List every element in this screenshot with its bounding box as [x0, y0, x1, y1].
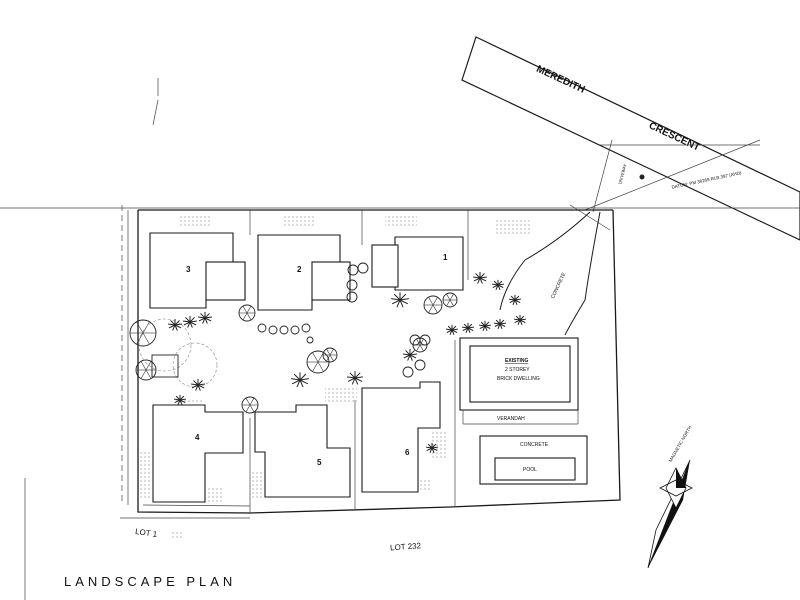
- tree-icon: [442, 292, 458, 308]
- survey-lines: DATUM: PM 36269 RLB.397 (AHD) DRIVEWAY: [0, 78, 800, 231]
- palm-icon: [198, 312, 212, 324]
- unit-1: 1: [371, 236, 464, 291]
- north-arrow-icon: MAGNETIC NORTH: [647, 425, 693, 569]
- unit-3-number: 3: [186, 265, 191, 274]
- shrub-icon: [414, 359, 426, 371]
- palm-icon: [479, 320, 491, 331]
- lot-232-label: LOT 232: [390, 541, 422, 552]
- tree-icon: [423, 295, 443, 315]
- unit-4: 4: [152, 404, 244, 503]
- garden-seat-icon: [151, 354, 179, 378]
- tree-icon: [241, 396, 259, 414]
- unit-2-number: 2: [297, 265, 302, 274]
- palm-icon: [494, 318, 506, 329]
- shrub-icon: [419, 334, 431, 346]
- lot-1-label: LOT 1: [135, 527, 159, 539]
- palm-icon: [509, 294, 521, 305]
- shrub-icon: [268, 325, 278, 335]
- unit-6-number: 6: [405, 448, 410, 457]
- shrub-icon: [290, 325, 300, 335]
- verandah-label: VERANDAH: [497, 416, 525, 422]
- shrub-icon: [346, 279, 358, 291]
- shrub-icon: [301, 323, 311, 333]
- page-title: LANDSCAPE PLAN: [64, 574, 236, 589]
- concrete-side-label: CONCRETE: [550, 271, 568, 300]
- existing-dwelling: EXISTING 2 STOREY BRICK DWELLING VERANDA…: [459, 337, 579, 425]
- palm-icon: [473, 272, 487, 284]
- palm-icon: [291, 372, 309, 388]
- tree-icon: [322, 347, 338, 363]
- canopy-outline: [172, 342, 218, 388]
- palm-icon: [492, 279, 504, 290]
- tree-icon: [306, 350, 330, 374]
- storey-label: 2 STOREY: [505, 367, 530, 373]
- palm-icon: [168, 319, 182, 331]
- tree-icon: [238, 304, 256, 322]
- unit-6: 6: [361, 381, 441, 493]
- unit-5-number: 5: [317, 458, 322, 467]
- palm-icon: [514, 314, 526, 325]
- palm-icon: [462, 322, 474, 333]
- street-name-meredith: MEREDITH: [535, 64, 587, 96]
- pool-label: POOL: [523, 467, 537, 473]
- magnetic-north-label: MAGNETIC NORTH: [668, 425, 693, 463]
- palm-icon: [426, 442, 438, 453]
- palm-icon: [446, 324, 458, 335]
- unit-5: 5: [254, 404, 351, 498]
- shrub-icon: [257, 323, 267, 333]
- datum-note: DATUM: PM 36269 RLB.397 (AHD): [671, 170, 742, 190]
- unit-4-number: 4: [195, 433, 200, 442]
- palm-icon: [391, 292, 409, 308]
- garden-beds: [140, 214, 531, 502]
- landscape-trees: [129, 262, 526, 453]
- concrete-pool-label: CONCRETE: [520, 442, 549, 448]
- canopy-outline: [138, 318, 192, 372]
- survey-mark-icon: [639, 174, 645, 180]
- unit-2: 2: [257, 234, 351, 311]
- pool-area: CONCRETE POOL: [479, 435, 588, 485]
- palm-icon: [347, 371, 363, 385]
- dwelling-label: BRICK DWELLING: [497, 376, 540, 382]
- shrub-icon: [346, 291, 358, 303]
- tree-icon: [135, 359, 157, 381]
- unit-1-number: 1: [443, 253, 448, 262]
- shrub-icon: [279, 325, 289, 335]
- shrub-icon: [402, 366, 414, 378]
- tree-icon: [129, 319, 157, 347]
- palm-icon: [191, 379, 205, 391]
- shrub-icon: [306, 336, 314, 344]
- palm-icon: [174, 394, 186, 405]
- palm-icon: [403, 349, 417, 361]
- street-name-crescent: CRESCENT: [647, 120, 702, 153]
- palm-icon: [183, 316, 197, 328]
- existing-label: EXISTING: [505, 358, 528, 364]
- shrub-icon: [357, 262, 369, 274]
- driveway-label: DRIVEWAY: [617, 163, 627, 185]
- unit-3: 3: [149, 232, 246, 309]
